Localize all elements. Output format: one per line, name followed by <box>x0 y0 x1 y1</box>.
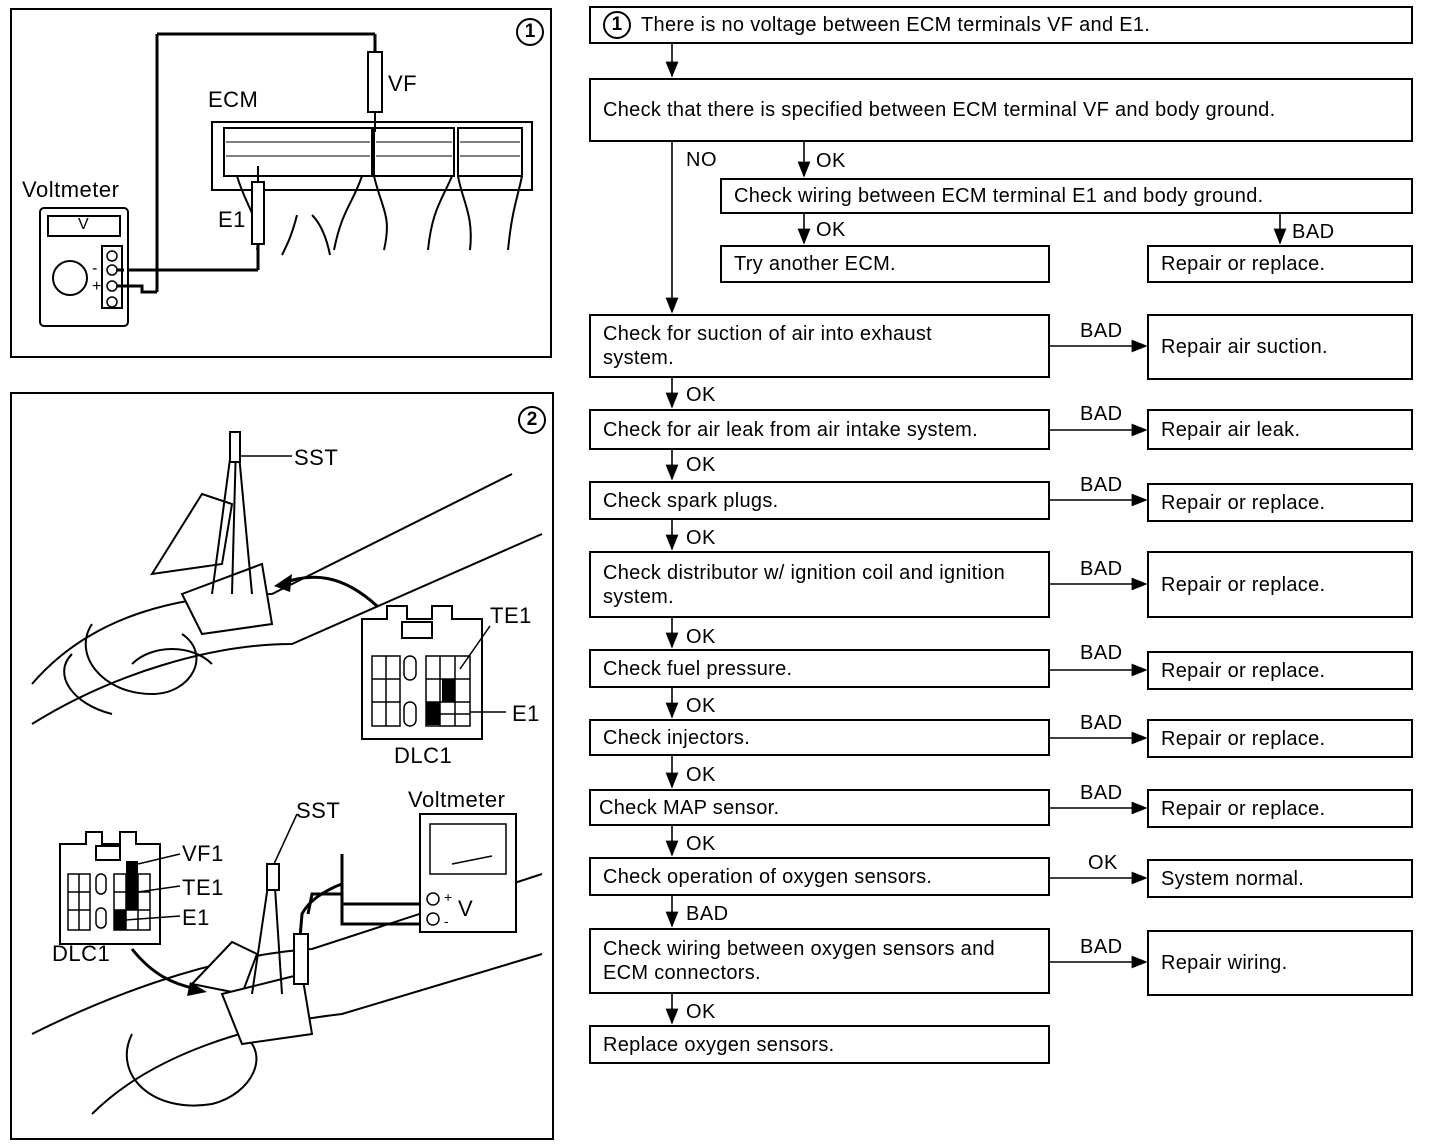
step-check-spark-plugs-text: Check spark plugs. <box>603 489 779 512</box>
edge-ok-dist: OK <box>686 626 716 648</box>
step-repair-injectors-text: Repair or replace. <box>1161 727 1326 750</box>
dlc1-bottom-label: DLC1 <box>52 941 111 966</box>
voltmeter-minus-bottom-label: - <box>444 913 450 929</box>
e1-label: E1 <box>218 207 246 232</box>
step-replace-o2-text: Replace oxygen sensors. <box>603 1033 835 1056</box>
voltmeter-v-label: V <box>78 216 90 233</box>
voltmeter-label: Voltmeter <box>22 177 120 202</box>
step-check-distributor-text: Check distributor w/ ignition coil and i… <box>603 561 1006 608</box>
step-check-o2-operation: Check operation of oxygen sensors. <box>589 857 1050 896</box>
edge-no: NO <box>686 149 717 171</box>
step-system-normal: System normal. <box>1147 859 1413 898</box>
step-check-suction-text: Check for suction of air into exhaust sy… <box>603 323 933 369</box>
step-repair-wiring-text: Repair wiring. <box>1161 952 1288 974</box>
step-check-spark-plugs: Check spark plugs. <box>589 481 1050 520</box>
sst-bottom-label: SST <box>296 798 341 823</box>
step-check-vf-ground-text: Check that there is specified between EC… <box>603 99 1276 121</box>
step-repair-map-text: Repair or replace. <box>1161 797 1326 820</box>
dlc1-sst-illustration <box>31 431 543 1115</box>
step-check-wiring-e1: Check wiring between ECM terminal E1 and… <box>720 178 1413 214</box>
figure-1-panel: 1 ECM VF Voltmeter E1 V - + <box>10 8 552 358</box>
ecm-label: ECM <box>208 87 259 112</box>
step-repair-replace-top: Repair or replace. <box>1147 245 1413 283</box>
te1-top-label: TE1 <box>490 603 532 628</box>
edge-ok-map: OK <box>686 833 716 855</box>
flowchart-header-text: There is no voltage between ECM terminal… <box>641 14 1151 36</box>
step-repair-distributor-text: Repair or replace. <box>1161 573 1326 596</box>
step-check-injectors: Check injectors. <box>589 719 1050 756</box>
edge-ok-1: OK <box>816 150 846 172</box>
voltmeter-v-bottom-label: V <box>458 896 474 921</box>
ecm-voltmeter-illustration <box>39 32 533 327</box>
dlc1-top-label: DLC1 <box>394 743 453 768</box>
step-check-injectors-text: Check injectors. <box>603 726 751 749</box>
step-check-distributor: Check distributor w/ ignition coil and i… <box>589 551 1050 618</box>
flowchart-header: 1 There is no voltage between ECM termin… <box>589 6 1413 44</box>
edge-ok-air: OK <box>686 454 716 476</box>
step-try-another-ecm: Try another ECM. <box>720 245 1050 283</box>
step-check-o2-operation-text: Check operation of oxygen sensors. <box>603 865 933 888</box>
step-repair-injectors: Repair or replace. <box>1147 719 1413 758</box>
e1-top-label: E1 <box>512 701 540 726</box>
step-repair-wiring: Repair wiring. <box>1147 930 1413 996</box>
step-repair-air-leak-text: Repair air leak. <box>1161 418 1301 441</box>
voltmeter-bottom-label: Voltmeter <box>408 787 506 812</box>
step-repair-suction: Repair air suction. <box>1147 314 1413 380</box>
edge-ok-o2wire: OK <box>686 1001 716 1023</box>
edge-bad-dist: BAD <box>1080 558 1123 580</box>
edge-ok-spark: OK <box>686 527 716 549</box>
step-repair-air-leak: Repair air leak. <box>1147 409 1413 450</box>
te1-bottom-label: TE1 <box>182 875 224 900</box>
step-check-air-leak: Check for air leak from air intake syste… <box>589 409 1050 450</box>
vf1-label: VF1 <box>182 841 224 866</box>
edge-ok-2: OK <box>816 219 846 241</box>
figure-1-number: 1 <box>516 18 544 46</box>
edge-ok-o2: OK <box>1088 852 1118 874</box>
step-system-normal-text: System normal. <box>1161 867 1305 890</box>
edge-bad-inj: BAD <box>1080 712 1123 734</box>
step-repair-replace-top-text: Repair or replace. <box>1161 253 1326 275</box>
step-check-fuel-pressure: Check fuel pressure. <box>589 649 1050 688</box>
step-check-o2-wiring: Check wiring between oxygen sensors and … <box>589 928 1050 994</box>
step-repair-spark-plugs: Repair or replace. <box>1147 483 1413 522</box>
step-check-air-leak-text: Check for air leak from air intake syste… <box>603 418 978 441</box>
edge-bad-map: BAD <box>1080 782 1123 804</box>
flowchart-header-number: 1 <box>603 11 631 39</box>
vf-label: VF <box>388 71 418 96</box>
step-repair-map: Repair or replace. <box>1147 789 1413 828</box>
voltmeter-plus-bottom-label: + <box>444 889 453 905</box>
edge-bad-spark: BAD <box>1080 474 1123 496</box>
step-replace-o2: Replace oxygen sensors. <box>589 1025 1050 1064</box>
step-repair-fuel: Repair or replace. <box>1147 651 1413 690</box>
step-check-map-sensor: Check MAP sensor. <box>589 789 1050 826</box>
edge-bad-o2: BAD <box>686 903 729 925</box>
edge-ok-suction: OK <box>686 384 716 406</box>
step-check-wiring-e1-text: Check wiring between ECM terminal E1 and… <box>734 185 1264 207</box>
step-check-fuel-pressure-text: Check fuel pressure. <box>603 657 793 680</box>
edge-ok-inj: OK <box>686 764 716 786</box>
edge-bad-o2wire: BAD <box>1080 936 1123 958</box>
edge-bad-air: BAD <box>1080 403 1123 425</box>
figure-2-panel: 2 SST TE1 E1 DLC1 SST Voltmeter VF1 TE1 … <box>10 392 554 1140</box>
voltmeter-minus-label: - <box>92 260 98 277</box>
edge-bad-suction: BAD <box>1080 320 1123 342</box>
step-repair-distributor: Repair or replace. <box>1147 551 1413 618</box>
edge-bad-fuel: BAD <box>1080 642 1123 664</box>
step-check-map-sensor-text: Check MAP sensor. <box>599 796 780 819</box>
sst-top-label: SST <box>294 445 339 470</box>
edge-bad-1: BAD <box>1292 221 1335 243</box>
step-repair-fuel-text: Repair or replace. <box>1161 659 1326 682</box>
step-check-o2-wiring-text: Check wiring between oxygen sensors and … <box>603 938 995 984</box>
step-repair-spark-plugs-text: Repair or replace. <box>1161 491 1326 514</box>
step-check-vf-ground: Check that there is specified between EC… <box>589 78 1413 142</box>
edge-ok-fuel: OK <box>686 695 716 717</box>
e1-bottom-label: E1 <box>182 905 210 930</box>
voltmeter-plus-label: + <box>92 278 102 295</box>
step-check-suction: Check for suction of air into exhaust sy… <box>589 314 1050 378</box>
step-repair-suction-text: Repair air suction. <box>1161 336 1328 358</box>
figure-2-number: 2 <box>518 406 546 434</box>
step-try-another-ecm-text: Try another ECM. <box>734 253 896 275</box>
